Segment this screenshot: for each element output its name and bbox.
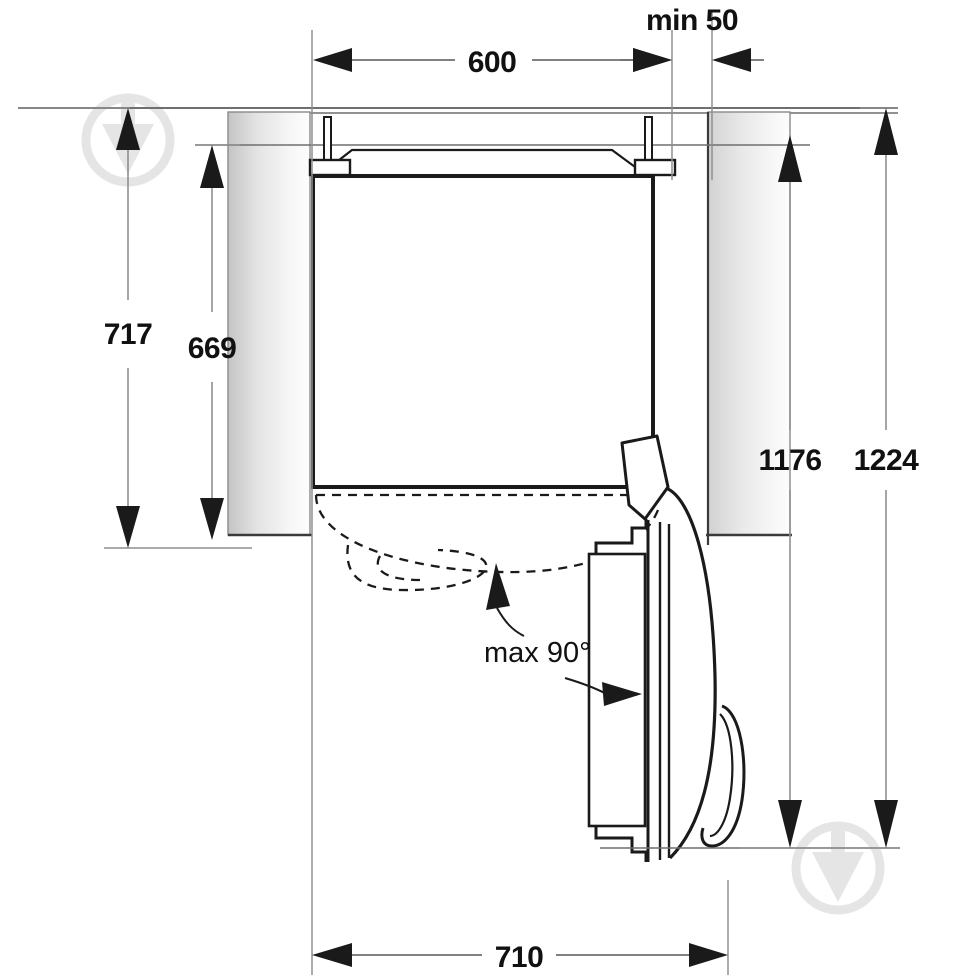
dimension-1224: 1224 bbox=[854, 108, 920, 848]
dim-min50-label: min 50 bbox=[646, 4, 738, 37]
dimension-710: 710 bbox=[312, 941, 728, 974]
appliance-body bbox=[195, 116, 810, 489]
spacer-foot-left bbox=[308, 158, 352, 177]
dim-717-label: 717 bbox=[104, 318, 153, 351]
dim-1176-arrow-top bbox=[778, 135, 802, 182]
max90-arrow-upper bbox=[486, 563, 510, 610]
spacer-post-right bbox=[644, 116, 653, 164]
dim-min50-arrow-left bbox=[633, 48, 672, 72]
door-swing-arc bbox=[314, 494, 660, 574]
dim-600-arrow-left bbox=[313, 48, 352, 72]
dim-min50-arrow-right bbox=[712, 48, 751, 72]
door-outer-curve bbox=[667, 487, 717, 860]
dim-717-arrow-top bbox=[116, 108, 140, 150]
annotation-max-90: max 90° bbox=[484, 563, 642, 706]
dim-717-arrow-bottom bbox=[116, 506, 140, 548]
max90-arrow-lower bbox=[602, 682, 642, 706]
dimension-min-50: min 50 bbox=[620, 4, 764, 72]
dim-710-arrow-left bbox=[312, 943, 352, 967]
door-swing-envelope bbox=[314, 493, 660, 592]
dim-1224-arrow-bottom bbox=[874, 800, 898, 848]
dimension-1176: 1176 bbox=[758, 135, 822, 848]
appliance-outline bbox=[311, 174, 655, 489]
extension-lines bbox=[18, 12, 900, 975]
door-handle-inner bbox=[709, 713, 734, 838]
dimension-669: 669 bbox=[188, 145, 237, 540]
dim-710-label: 710 bbox=[495, 941, 544, 974]
rear-spacer-right bbox=[633, 116, 677, 177]
max90-leader-upper bbox=[496, 607, 525, 637]
dim-669-arrow-bottom bbox=[200, 498, 224, 540]
dim-710-arrow-right bbox=[689, 943, 728, 967]
dim-1176-label: 1176 bbox=[758, 444, 821, 477]
door-handle-outer bbox=[700, 704, 746, 848]
dim-669-arrow-top bbox=[200, 145, 224, 188]
dim-1176-arrow-bottom bbox=[778, 800, 802, 848]
dim-1224-label: 1224 bbox=[854, 444, 920, 477]
door-hinge-tab bbox=[620, 434, 670, 521]
spacer-post-left bbox=[323, 116, 332, 164]
dimension-717: 717 bbox=[104, 108, 153, 548]
left-cabinet-panel bbox=[227, 111, 311, 536]
door-handle-swing-inner bbox=[376, 555, 421, 582]
rear-spacer-left bbox=[308, 116, 352, 177]
dim-669-label: 669 bbox=[188, 332, 237, 365]
max90-label: max 90° bbox=[484, 637, 591, 669]
dimension-600: 600 bbox=[313, 46, 672, 79]
door-handle-swing-outline bbox=[346, 544, 488, 592]
dim-600-label: 600 bbox=[468, 46, 517, 79]
dim-1224-arrow-top bbox=[874, 108, 898, 155]
spacer-foot-right bbox=[633, 158, 677, 177]
